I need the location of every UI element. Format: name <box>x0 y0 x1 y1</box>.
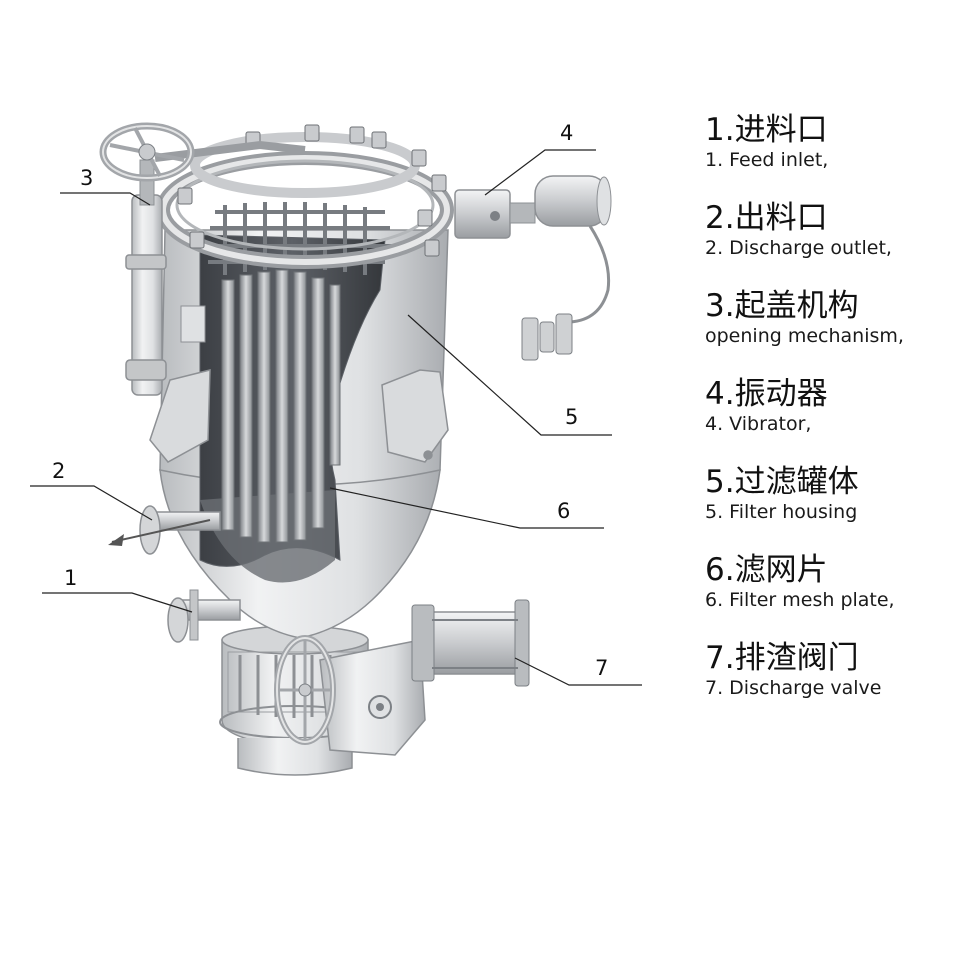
legend-label-en: opening mechanism, <box>705 325 904 347</box>
legend-item-discharge-outlet: 2.出料口 2. Discharge outlet, <box>705 200 955 288</box>
leader-line-4 <box>484 149 596 196</box>
callout-1: 1 <box>64 566 77 590</box>
legend-item-opening-mechanism: 3.起盖机构 opening mechanism, <box>705 288 955 376</box>
legend-label-zh: 7.排渣阀门 <box>705 640 859 676</box>
legend-label-zh: 4.振动器 <box>705 376 828 412</box>
callout-2: 2 <box>52 459 65 483</box>
legend-label-zh: 3.起盖机构 <box>705 288 859 324</box>
leader-line-7 <box>514 657 642 686</box>
top-flange <box>156 124 454 269</box>
filter-vessel-illustration <box>99 122 612 776</box>
filter-mesh-plates <box>221 269 341 543</box>
legend-item-filter-mesh-plate: 6.滤网片 6. Filter mesh plate, <box>705 552 955 640</box>
nameplate <box>180 305 206 343</box>
callout-numbers: 1 2 3 4 5 6 7 <box>52 121 608 680</box>
callout-4: 4 <box>560 121 573 145</box>
handwheel-icon <box>99 122 195 182</box>
callout-6: 6 <box>557 499 570 523</box>
legend-item-vibrator: 4.振动器 4. Vibrator, <box>705 376 955 464</box>
legend-label-en: 1. Feed inlet, <box>705 149 829 171</box>
handwheel-icon <box>274 635 336 745</box>
legend-label-en: 7. Discharge valve <box>705 677 882 699</box>
legend-label-en: 6. Filter mesh plate, <box>705 589 895 611</box>
legend-label-zh: 5.过滤罐体 <box>705 464 859 500</box>
discharge-outlet-pipe <box>108 505 221 555</box>
leader-line-6 <box>329 487 604 529</box>
opening-mechanism <box>99 122 306 396</box>
callout-5: 5 <box>565 405 578 429</box>
leader-lines <box>30 149 642 686</box>
legend-item-filter-housing: 5.过滤罐体 5. Filter housing <box>705 464 955 552</box>
pneumatic-cylinder-icon <box>411 599 530 687</box>
legend-label-en: 2. Discharge outlet, <box>705 237 892 259</box>
feed-inlet-pipe <box>167 589 241 643</box>
legend-label-zh: 2.出料口 <box>705 200 828 236</box>
legend-item-feed-inlet: 1.进料口 1. Feed inlet, <box>705 112 955 200</box>
callout-3: 3 <box>80 166 93 190</box>
legend-label-zh: 1.进料口 <box>705 112 828 148</box>
legend-label-en: 4. Vibrator, <box>705 413 812 435</box>
callout-7: 7 <box>595 656 608 680</box>
vibrator-motor-icon <box>454 175 612 361</box>
legend-label-zh: 6.滤网片 <box>705 552 828 588</box>
discharge-valve <box>274 599 530 756</box>
legend: 1.进料口 1. Feed inlet, 2.出料口 2. Discharge … <box>705 112 955 728</box>
leader-line-3 <box>60 192 151 206</box>
leader-line-1 <box>42 592 193 613</box>
leader-line-2 <box>30 485 153 521</box>
legend-item-discharge-valve: 7.排渣阀门 7. Discharge valve <box>705 640 955 728</box>
leader-line-5 <box>407 314 612 436</box>
support-lugs <box>149 369 449 463</box>
legend-label-en: 5. Filter housing <box>705 501 858 523</box>
